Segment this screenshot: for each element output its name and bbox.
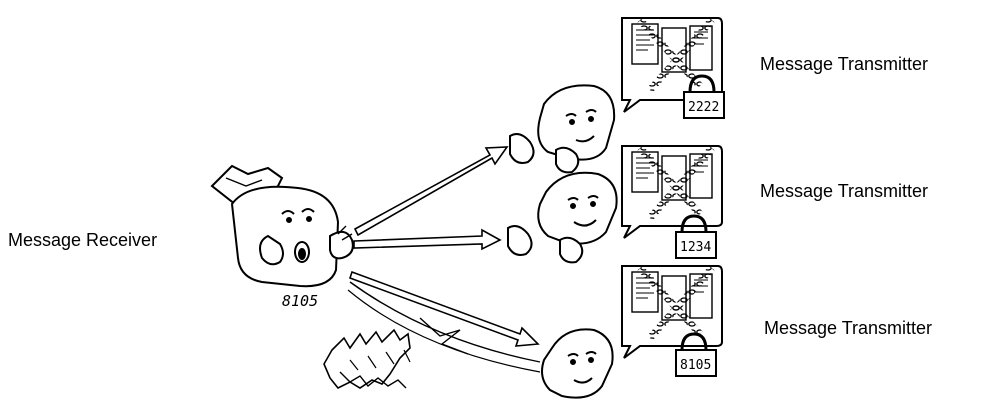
lock-code-2: 1234 xyxy=(680,240,711,255)
document-bubble-1: 2222 xyxy=(622,18,724,118)
running-crowd-icon xyxy=(324,318,468,388)
lock-code-1: 2222 xyxy=(688,100,719,115)
receiver-figure xyxy=(212,166,353,286)
document-bubble-3: 8105 xyxy=(622,266,722,376)
lock-code-3: 8105 xyxy=(680,358,711,373)
receiver-code: 8105 xyxy=(282,292,318,310)
transmitter-figure-3 xyxy=(542,329,613,397)
document-bubble-2: 1234 xyxy=(622,146,722,258)
transmitter-figure-2 xyxy=(508,173,617,263)
transmitter-figure-1 xyxy=(510,85,614,172)
